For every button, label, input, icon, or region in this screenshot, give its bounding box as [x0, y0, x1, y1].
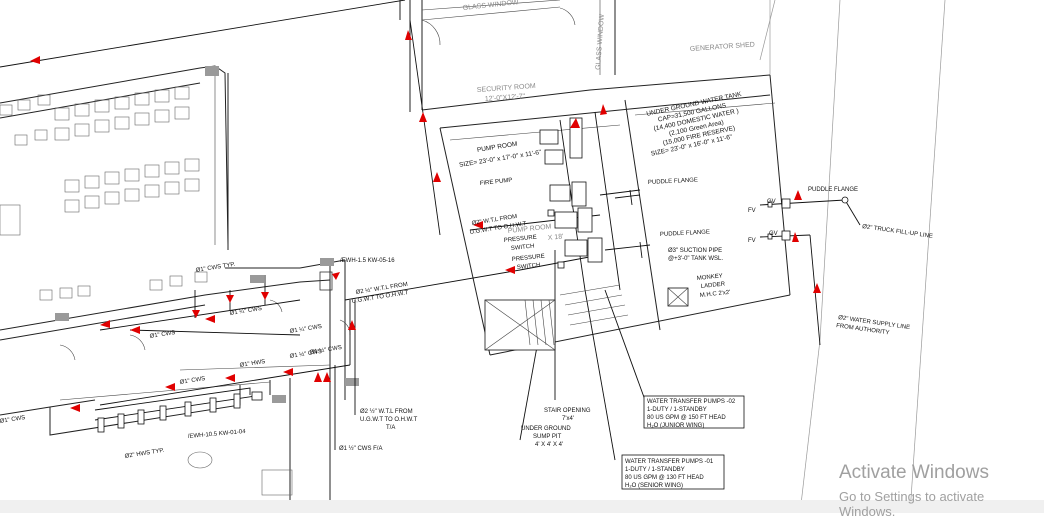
sump-b: SUMP PIT	[533, 434, 562, 440]
flow-arrow	[473, 221, 483, 229]
pumps-02-line-2: 1-DUTY / 1-STANDBY	[647, 407, 707, 413]
ewh-bottom-label: /EWH-10.5 KW-01-04	[188, 429, 247, 440]
pumps-01-line-3: 80 US GPM @ 130 FT HEAD	[625, 475, 704, 481]
column-markers	[55, 66, 359, 403]
flow-arrow	[794, 190, 802, 200]
cws-half-2: Ø1 ½" CWS	[309, 344, 342, 356]
pump-room-bg-label: PUMP ROOM	[507, 223, 551, 235]
suction-pipe-b: @+3'-0" TANK WSL.	[668, 256, 723, 262]
flow-arrow	[226, 295, 234, 303]
puddle-flange-label-3: PUDDLE FLANGE	[808, 187, 858, 193]
flow-arrow	[70, 404, 80, 412]
fixture-group	[97, 391, 263, 433]
flow-arrow	[30, 56, 40, 64]
cws-quarter-1: Ø1 ¼" CWS	[229, 306, 262, 317]
pump-room-bg-size: X 18'	[547, 233, 563, 242]
sump-a: UNDER GROUND	[521, 426, 571, 432]
suction-pipe-a: Ø3" SUCTION PIPE	[668, 248, 722, 254]
pressure-switch-2-b: SWITCH	[517, 263, 541, 271]
flow-arrow	[100, 320, 110, 328]
pumps-02-line-3: 80 US GPM @ 150 FT HEAD	[647, 415, 726, 421]
truck-fillup-label: Ø2" TRUCK FILL-UP LINE	[862, 224, 933, 240]
furniture-chairs	[0, 86, 293, 496]
pumps-01-line-2: 1-DUTY / 1-STANDBY	[625, 467, 685, 473]
pump-room-note: PUMP ROOM SIZE= 23'-0" x 17'-0" x 11'-6"	[459, 141, 543, 169]
stair-opening-a: STAIR OPENING	[544, 408, 591, 414]
bottom-scrollbar[interactable]	[0, 500, 1044, 513]
flow-arrow	[419, 112, 427, 122]
flow-arrow	[225, 374, 235, 382]
flow-arrows	[30, 30, 821, 412]
pumps-01-line-1: WATER TRANSFER PUMPS -01	[625, 459, 714, 465]
hws-typ-label: Ø2" HWS TYP.	[124, 448, 165, 460]
stair	[484, 284, 629, 351]
pump-schedule-01: WATER TRANSFER PUMPS -01 1-DUTY / 1-STAN…	[621, 454, 725, 490]
security-room-size: 12'-0"X12'-7"	[485, 93, 526, 103]
glass-window-side-label: GLASS WINDOW	[595, 13, 606, 70]
building-outlines	[0, 0, 946, 514]
wtl-bottom-b: U.G.W.T TO O.H.W.T	[360, 417, 418, 423]
flow-arrow	[205, 315, 215, 323]
gv-label-1: GV	[767, 199, 776, 205]
wtl-bottom-c: T/A	[386, 425, 395, 431]
cws-typ-label: Ø1" CWS TYP.	[195, 262, 236, 274]
pressure-switch-1-b: SWITCH	[511, 244, 535, 252]
cws-1-far: Ø1" CWS	[0, 415, 26, 425]
tank-note: UNDER GROUND WATER TANK CAP=31,500 GALLO…	[646, 91, 743, 158]
flow-arrow	[261, 292, 269, 300]
stair-opening-b: 7'x4'	[562, 416, 574, 422]
fv-label-1: FV	[748, 208, 756, 214]
flow-arrow	[332, 272, 340, 280]
glass-window-top-label: GLASS WINDOW	[462, 0, 519, 12]
flow-arrow	[130, 326, 140, 334]
flow-arrow	[314, 372, 322, 382]
pressure-switch-1-a: PRESSURE	[504, 235, 537, 244]
cws-fa-label: Ø1 ½" CWS F/A	[339, 445, 382, 452]
pumps-02-line-4: H₂O (JUNIOR WING)	[647, 423, 704, 429]
flow-arrow	[433, 172, 441, 182]
pumps-01-line-4: H₂O (SENIOR WING)	[625, 483, 683, 489]
monkey-ladder-c: M.H.C 2'x2'	[700, 290, 731, 299]
flow-arrow	[165, 383, 175, 391]
flow-arrow	[792, 232, 799, 242]
cws-1-left: Ø1" CWS	[149, 330, 175, 340]
pumps-02-line-1: WATER TRANSFER PUMPS -02	[647, 399, 736, 405]
hws-1-label: Ø1" HWS	[239, 359, 265, 369]
flow-arrow	[348, 320, 356, 330]
security-room-label: SECURITY ROOM	[477, 83, 537, 94]
flow-arrow	[323, 372, 331, 382]
wtl-bottom-a: Ø2 ½" W.T.L FROM	[360, 408, 413, 415]
flow-arrow	[405, 30, 412, 40]
monkey-ladder-a: MONKEY	[697, 273, 724, 282]
flow-arrow	[813, 283, 821, 293]
monkey-ladder-b: LADDER	[701, 281, 726, 290]
pump-room-title: PUMP ROOM	[477, 141, 518, 154]
cws-1-mid: Ø1" CWS	[179, 376, 205, 386]
pump-room-size: SIZE= 23'-0" x 17'-0" x 11'-6"	[459, 149, 543, 169]
pressure-switch-2-a: PRESSURE	[512, 254, 545, 263]
puddle-flange-label-1: PUDDLE FLANGE	[648, 177, 698, 186]
activate-windows-subtitle: Go to Settings to activate Windows.	[839, 489, 985, 519]
flow-arrow	[283, 368, 293, 376]
room-labels: GLASS WINDOW GLASS WINDOW GENERATOR SHED…	[462, 0, 755, 242]
cws-half-1: Ø1 ½" CWS	[289, 348, 322, 360]
cws-quarter-2: Ø1 ¼" CWS	[289, 324, 322, 335]
fire-pump-label: FIRE PUMP	[480, 178, 513, 187]
flow-arrow	[570, 118, 580, 128]
sump-c: 4' X 4' X 4'	[535, 442, 563, 448]
flow-arrow	[192, 310, 200, 318]
pipe-labels: FIRE PUMP PUDDLE FLANGE PUDDLE FLANGE PU…	[0, 177, 933, 460]
flow-arrow	[600, 104, 607, 115]
puddle-flange-label-2: PUDDLE FLANGE	[660, 229, 710, 238]
flow-arrow	[505, 266, 515, 274]
generator-shed-label: GENERATOR SHED	[690, 41, 755, 53]
ewh-top-label: /EWH-1.5 KW-05-16	[340, 258, 395, 264]
fv-label-2: FV	[748, 238, 756, 244]
gv-label-2: GV	[769, 231, 778, 237]
activate-windows-title: Activate Windows	[839, 462, 989, 483]
pump-schedule-02: WATER TRANSFER PUMPS -02 1-DUTY / 1-STAN…	[643, 395, 745, 429]
